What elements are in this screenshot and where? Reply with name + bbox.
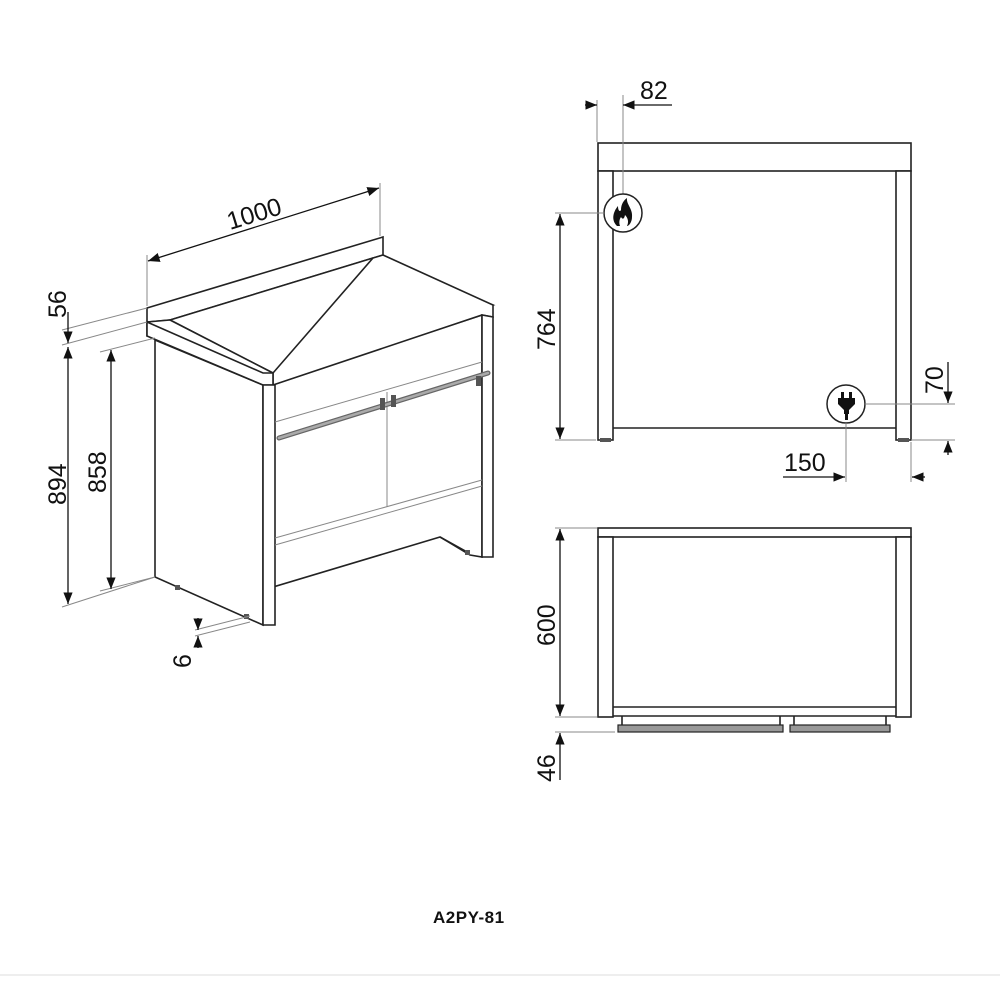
dim-width: 1000 <box>224 193 285 236</box>
handle-right <box>789 724 891 733</box>
dim-feet: 6 <box>169 654 197 668</box>
dim-handle-depth: 46 <box>533 754 561 782</box>
dim-upstand: 56 <box>44 290 72 318</box>
dim-elec-height: 70 <box>921 366 949 394</box>
top-view: 600 46 <box>533 527 912 782</box>
plug-icon <box>826 384 866 424</box>
handle-left <box>617 724 784 733</box>
dim-gas-offset: 82 <box>640 77 668 105</box>
dim-total-height: 894 <box>44 463 72 505</box>
flame-icon <box>603 193 643 233</box>
isometric-view <box>146 235 496 627</box>
model-label: A2PY-81 <box>433 908 505 927</box>
dim-depth: 600 <box>533 604 561 646</box>
dim-gas-height: 764 <box>533 308 561 350</box>
rear-view: 82 764 70 150 <box>533 77 955 482</box>
dim-elec-offset: 150 <box>784 449 826 477</box>
dim-worktop-height: 858 <box>84 451 112 493</box>
